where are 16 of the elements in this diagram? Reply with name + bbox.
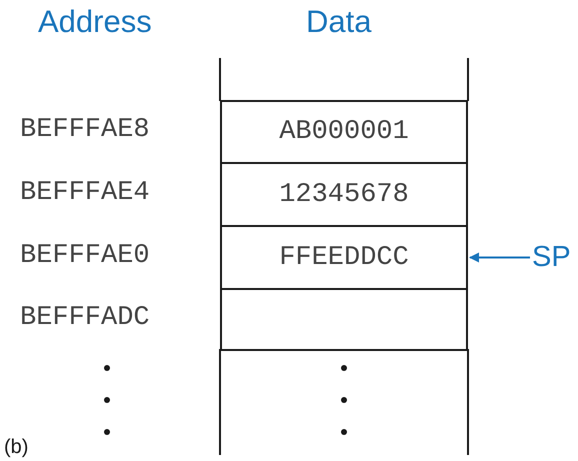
memory-address: BEFFFAE4 bbox=[20, 178, 150, 208]
memory-cell bbox=[220, 225, 468, 290]
memory-address: BEFFFADC bbox=[20, 303, 150, 333]
memory-address: BEFFFAE0 bbox=[20, 241, 150, 271]
stack-pointer-label: SP bbox=[532, 238, 574, 276]
column-heading: Data bbox=[306, 4, 372, 40]
memory-cell bbox=[220, 162, 468, 227]
column-heading: Address bbox=[38, 4, 152, 40]
memory-cell bbox=[220, 100, 468, 164]
panel-label: (b) bbox=[4, 436, 28, 459]
arrow bbox=[469, 252, 530, 262]
cell-value: AB000001 bbox=[279, 117, 409, 147]
cell-value: FFEEDDCC bbox=[279, 242, 409, 272]
memory-cell bbox=[220, 288, 468, 351]
memory-address: BEFFFAE8 bbox=[20, 115, 150, 145]
cell-value: 12345678 bbox=[279, 180, 409, 210]
